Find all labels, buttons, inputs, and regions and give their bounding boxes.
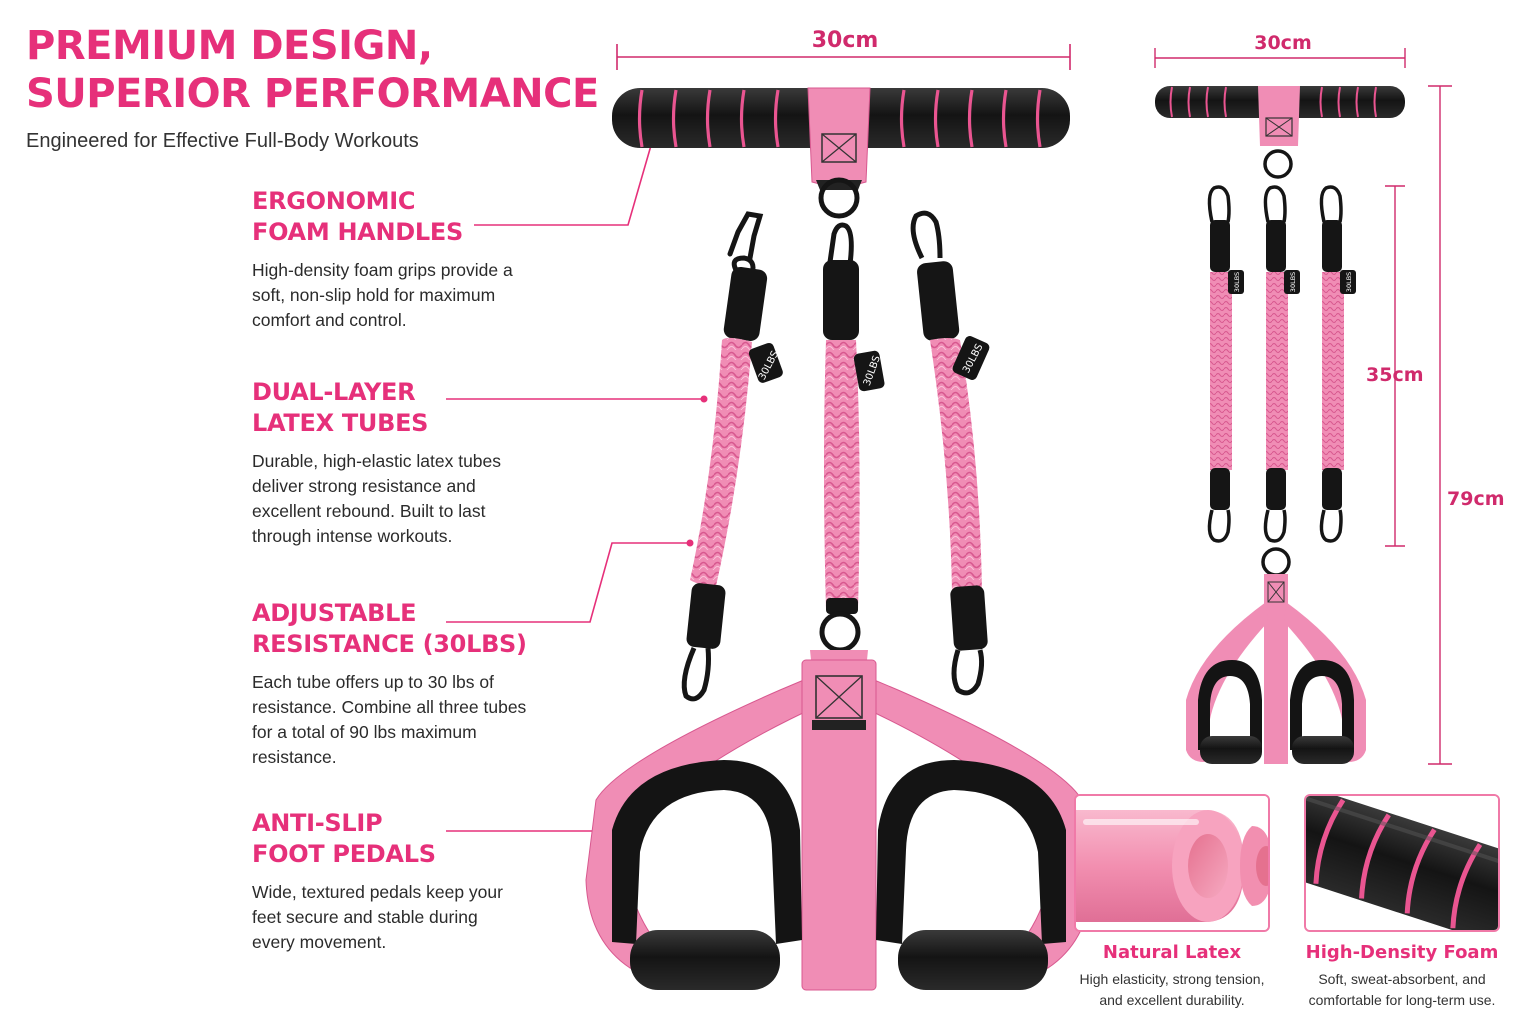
dimension-label-total-length: 79cm <box>1447 488 1505 510</box>
feature-title-line: ANTI-SLIP <box>252 809 383 837</box>
dimension-line-main-bar <box>616 44 1071 70</box>
resistance-tube-center: 30LBS <box>819 222 885 653</box>
dimension-lines-small <box>1154 48 1452 765</box>
dimension-label-tube-length: 35cm <box>1366 364 1424 386</box>
inset-high-density-foam <box>1304 794 1500 932</box>
small-foot-pedal <box>1186 547 1366 764</box>
feature-title: DUAL-LAYER LATEX TUBES <box>252 377 552 439</box>
inset-title: Natural Latex <box>1102 942 1242 963</box>
resistance-tube-left: 30LBS <box>681 211 783 702</box>
inset-title: High-Density Foam <box>1305 942 1499 963</box>
dimension-label-main-width: 30cm <box>811 28 879 53</box>
inset-description: Soft, sweat-absorbent, and comfortable fo… <box>1290 969 1514 1011</box>
feature-latex-tubes: DUAL-LAYER LATEX TUBES Durable, high-elas… <box>252 377 552 549</box>
feature-title-line: DUAL-LAYER <box>252 378 416 406</box>
small-tubes: 30LBS 30LBS 30LBS <box>1207 185 1356 543</box>
foam-grip-closeup <box>1306 796 1498 930</box>
foam-bar-small <box>1155 86 1405 179</box>
center-strap-top <box>807 87 871 219</box>
feature-title-line: ADJUSTABLE <box>252 599 417 627</box>
feature-title: ERGONOMIC FOAM HANDLES <box>252 186 552 248</box>
dimension-label-small-width: 30cm <box>1254 32 1312 54</box>
feature-title-line: FOAM HANDLES <box>252 218 464 246</box>
inset-description-line: and excellent durability. <box>1099 992 1245 1008</box>
inset-natural-latex <box>1074 794 1270 932</box>
feature-title: ADJUSTABLE RESISTANCE (30LBS) <box>252 598 552 660</box>
feature-description: Wide, textured pedals keep your feet sec… <box>252 882 503 952</box>
tube-tag-label: 30LBS <box>1345 272 1353 292</box>
resistance-tube-right: 30LBS <box>910 210 990 696</box>
page-subtitle: Engineered for Effective Full-Body Worko… <box>26 130 419 152</box>
feature-title: ANTI-SLIP FOOT PEDALS <box>252 808 552 870</box>
small-tube-center: 30LBS <box>1263 185 1300 543</box>
feature-description: Each tube offers up to 30 lbs of resista… <box>252 672 527 767</box>
inset-description-line: comfortable for long-term use. <box>1308 992 1496 1008</box>
feature-foam-handles: ERGONOMIC FOAM HANDLES High-density foam … <box>252 186 552 333</box>
feature-title-line: RESISTANCE (30LBS) <box>252 630 527 658</box>
latex-tube-closeup <box>1076 796 1268 930</box>
inset-description-line: High elasticity, strong tension, <box>1079 971 1265 987</box>
feature-title-line: LATEX TUBES <box>252 409 429 437</box>
feature-title-line: FOOT PEDALS <box>252 840 436 868</box>
foot-pedal-assembly <box>585 650 1093 991</box>
small-tube-left: 30LBS <box>1207 185 1244 543</box>
title-line-1: PREMIUM DESIGN, <box>26 23 433 69</box>
headline-block: PREMIUM DESIGN, SUPERIOR PERFORMANCE Eng… <box>26 22 606 153</box>
inset-caption-foam: High-Density Foam Soft, sweat-absorbent,… <box>1290 942 1514 1011</box>
tube-tag-label: 30LBS <box>1289 272 1297 292</box>
callout-line-handles <box>474 141 653 226</box>
feature-description: Durable, high-elastic latex tubes delive… <box>252 451 502 546</box>
feature-foot-pedals: ANTI-SLIP FOOT PEDALS Wide, textured peda… <box>252 808 552 955</box>
callout-line-resistance <box>446 542 690 623</box>
inset-description-line: Soft, sweat-absorbent, and <box>1318 971 1486 987</box>
page-title: PREMIUM DESIGN, SUPERIOR PERFORMANCE <box>26 22 606 118</box>
inset-description: High elasticity, strong tension, and exce… <box>1060 969 1284 1011</box>
title-line-2: SUPERIOR PERFORMANCE <box>26 71 599 117</box>
feature-adjustable-resistance: ADJUSTABLE RESISTANCE (30LBS) Each tube o… <box>252 598 552 770</box>
feature-title-line: ERGONOMIC <box>252 187 416 215</box>
inset-caption-latex: Natural Latex High elasticity, strong te… <box>1060 942 1284 1011</box>
tube-tag-label: 30LBS <box>1233 272 1241 292</box>
small-tube-right: 30LBS <box>1319 185 1356 543</box>
callout-lines <box>446 141 704 832</box>
feature-description: High-density foam grips provide a soft, … <box>252 260 513 330</box>
